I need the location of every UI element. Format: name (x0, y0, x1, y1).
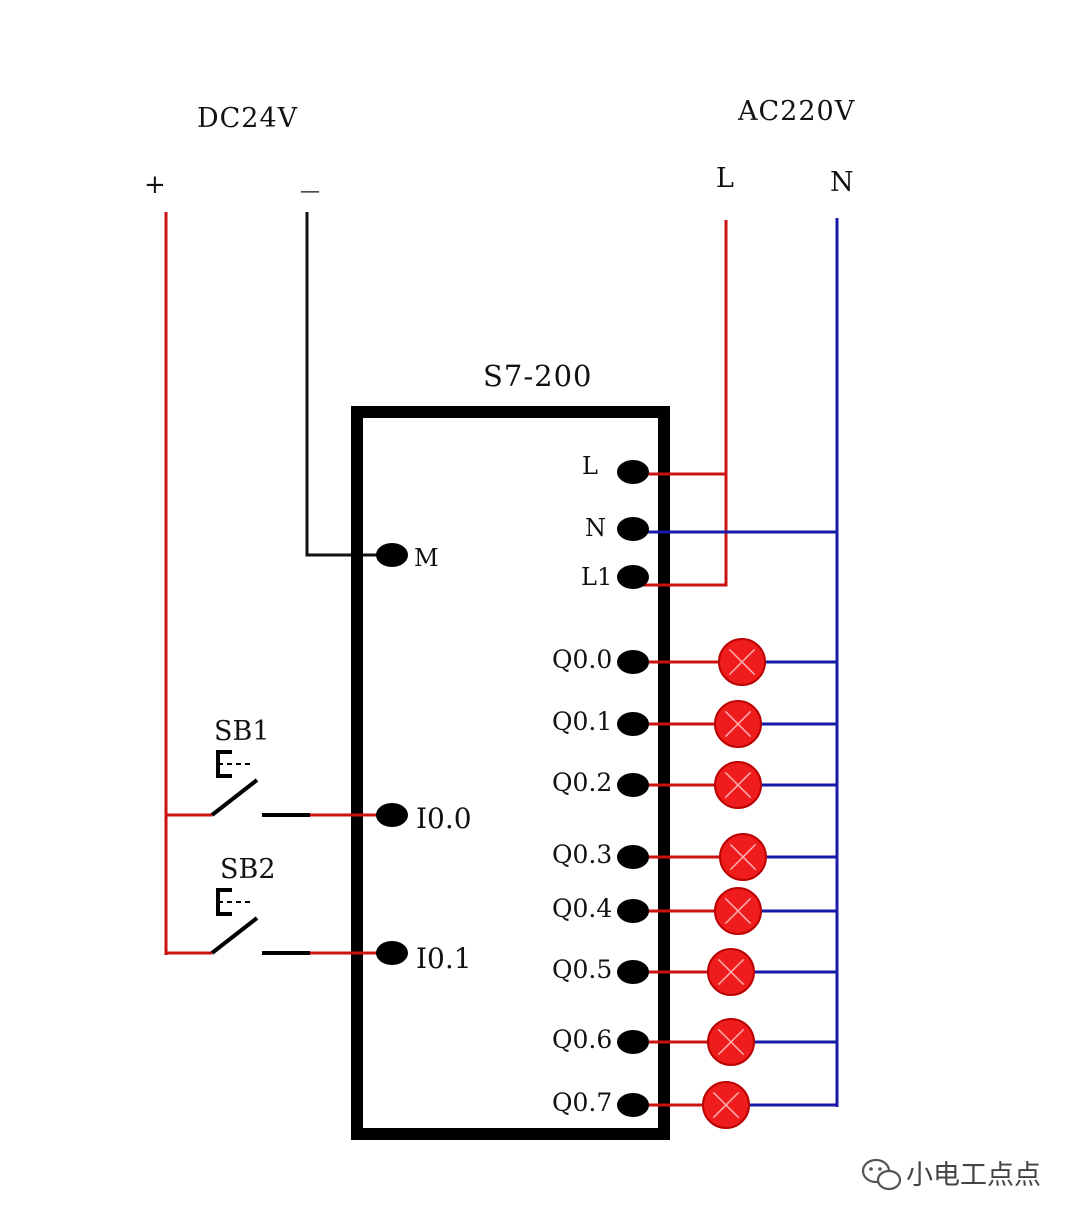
terminal-m (376, 543, 408, 567)
terminal-n (617, 517, 649, 541)
switch-sb1-label: SB1 (214, 716, 270, 747)
lamp-icon (702, 1081, 750, 1129)
lamp-icon (718, 638, 766, 686)
output-terminal (617, 650, 649, 674)
output-row: Q0.4 (552, 887, 837, 935)
ac-l-label: L (716, 163, 734, 194)
watermark: 小电工点点 (861, 1158, 1041, 1191)
output-row: Q0.6 (552, 1018, 837, 1066)
plc-frame (351, 406, 670, 1140)
switch-sb2-label: SB2 (220, 854, 276, 885)
output-terminal (617, 899, 649, 923)
terminal-m-label: M (414, 544, 439, 572)
terminal-i0-0 (376, 803, 408, 827)
dc-minus-label: — (300, 178, 320, 202)
lamp-icon (714, 700, 762, 748)
output-row: Q0.5 (552, 948, 837, 996)
terminal-l1 (617, 565, 649, 589)
lamp-icon (714, 761, 762, 809)
output-circuits: Q0.0Q0.1Q0.2Q0.3Q0.4Q0.5Q0.6Q0.7 (552, 638, 837, 1129)
lamp-icon (719, 833, 767, 881)
dc-plus-label: + (144, 170, 166, 200)
output-row: Q0.0 (552, 638, 837, 686)
terminal-l1-label: L1 (581, 563, 612, 591)
output-terminal (617, 845, 649, 869)
output-terminal-label: Q0.5 (552, 955, 612, 984)
output-terminal (617, 773, 649, 797)
ac-supply-label: AC220V (737, 96, 855, 127)
lamp-icon (707, 948, 755, 996)
output-row: Q0.2 (552, 761, 837, 809)
output-terminal (617, 960, 649, 984)
switch-sb1: SB1 (166, 716, 392, 817)
output-row: Q0.3 (552, 833, 837, 881)
terminal-i0-0-label: I0.0 (416, 802, 472, 835)
terminal-i0-1-label: I0.1 (416, 942, 472, 975)
output-terminal-label: Q0.0 (552, 645, 612, 674)
lamp-icon (714, 887, 762, 935)
output-terminal-label: Q0.2 (552, 768, 612, 797)
output-terminal-label: Q0.7 (552, 1088, 612, 1117)
output-terminal (617, 1093, 649, 1117)
output-terminal-label: Q0.1 (552, 707, 612, 736)
wechat-icon (861, 1158, 902, 1191)
lamp-icon (707, 1018, 755, 1066)
output-terminal (617, 1030, 649, 1054)
watermark-text: 小电工点点 (906, 1160, 1041, 1191)
terminal-i0-1 (376, 941, 408, 965)
output-terminal-label: Q0.4 (552, 894, 612, 923)
power-terminals: L N L1 (581, 452, 649, 591)
terminal-l (617, 460, 649, 484)
plc-title: S7-200 (483, 359, 592, 393)
terminal-n-label: N (585, 514, 606, 542)
output-terminal-label: Q0.6 (552, 1025, 612, 1054)
output-terminal (617, 712, 649, 736)
output-terminal-label: Q0.3 (552, 840, 612, 869)
switch-sb2: SB2 (166, 854, 392, 955)
dc-supply-label: DC24V (197, 103, 298, 134)
output-row: Q0.7 (552, 1081, 837, 1129)
dc-negative-rail (305, 212, 392, 557)
ac-n-label: N (830, 167, 854, 198)
terminal-l-label: L (582, 452, 598, 480)
output-row: Q0.1 (552, 700, 837, 748)
